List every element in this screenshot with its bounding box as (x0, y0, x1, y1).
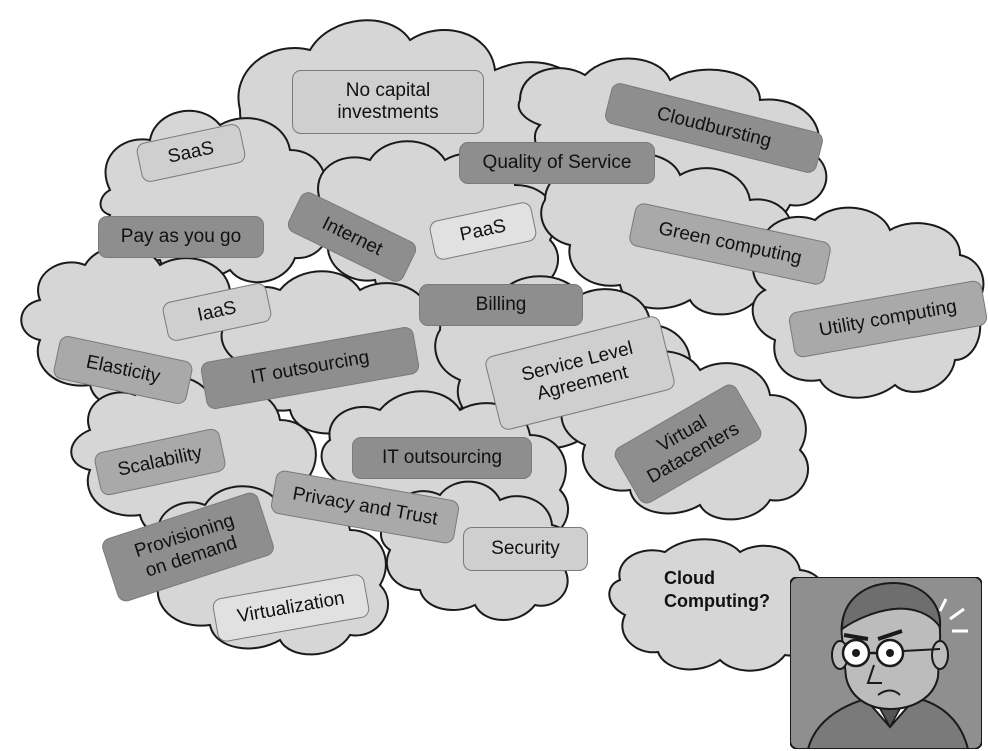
tag-quality-of-service: Quality of Service (459, 142, 655, 184)
tag-billing: Billing (419, 284, 583, 326)
tag-no-capital-investments: No capital investments (292, 70, 484, 134)
speech-bubble-text: Cloud Computing? (664, 568, 770, 611)
tag-pay-as-you-go: Pay as you go (98, 216, 264, 258)
puzzled-man-icon (790, 577, 982, 749)
tag-it-outsourcing-2: IT outsourcing (352, 437, 532, 479)
tag-security: Security (463, 527, 588, 571)
